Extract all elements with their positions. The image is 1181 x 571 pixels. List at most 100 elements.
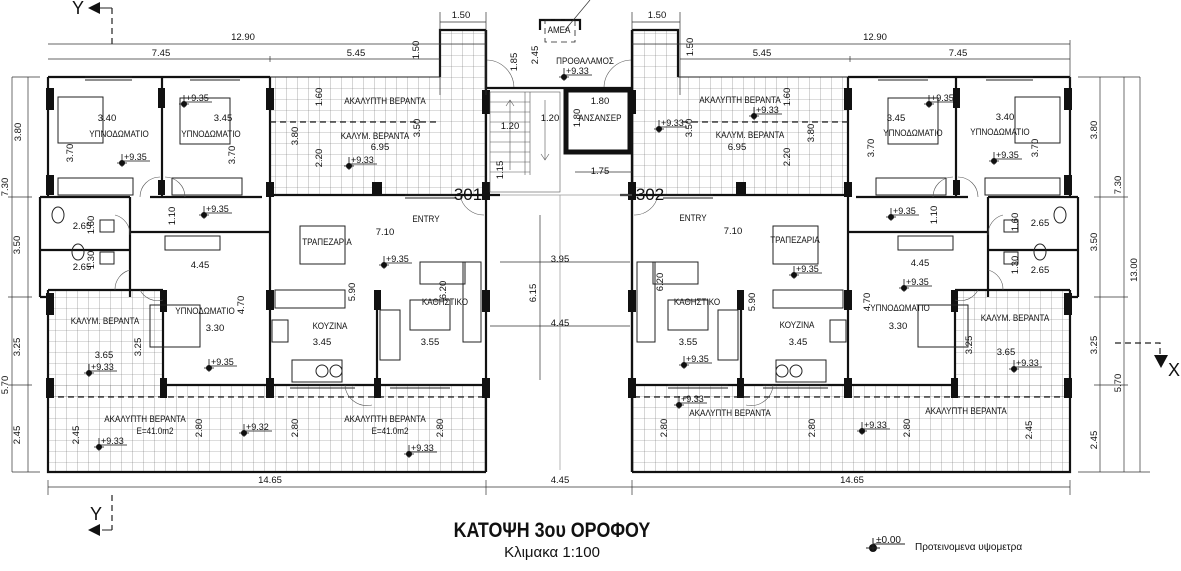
- open-verandah-tiles: [48, 385, 486, 472]
- dimension-label: 1.80: [572, 109, 583, 128]
- dimension-label: 2.65: [1031, 265, 1050, 276]
- dimension-label: 2.80: [807, 419, 818, 438]
- dimension-label: 3.55: [421, 337, 440, 348]
- unit-number-302: 302: [636, 185, 664, 204]
- dimension-label: 4.45: [551, 318, 570, 329]
- room-label: ΚΑΛΥΜ. ΒΕΡΑΝΤΑ: [341, 130, 410, 141]
- room-label: ΑΚΑΛΥΠΤΗ ΒΕΡΑΝΤΑ: [344, 95, 426, 106]
- level-value: +9.33: [411, 443, 434, 453]
- dimension-label: 5.90: [747, 293, 758, 312]
- dimension-label: 1.20: [501, 121, 520, 132]
- section-marker-x-right: X: [1115, 342, 1180, 380]
- level-value: +9.35: [796, 264, 819, 274]
- dimension-label: 3.80: [1089, 121, 1100, 140]
- level-value: +9.33: [351, 155, 374, 165]
- dimension-label: 7.30: [1113, 176, 1124, 195]
- windows: [85, 76, 455, 389]
- dimension-label: 2.45: [1024, 421, 1035, 440]
- dimension-label: 1.75: [591, 166, 610, 177]
- dimension-label: 4.45: [911, 258, 930, 269]
- dimension-label: 3.70: [227, 146, 238, 165]
- level-value: +9.35: [996, 150, 1019, 160]
- level-marker-icon: [989, 152, 1022, 165]
- room-label: ΑΝΣΑΝΣΕΡ: [578, 112, 621, 123]
- dimension-label: 3.45: [887, 113, 906, 124]
- dimension-label: 6.95: [371, 142, 390, 153]
- dimension-label: 3.50: [684, 119, 695, 138]
- level-marker-icon: [94, 438, 127, 451]
- drawing-title: ΚΑΤΟΨΗ 3ου ΟΡΟΦΟΥ: [454, 519, 651, 543]
- room-label: ΚΑΘΗΣΤΙΚΟ: [422, 296, 468, 307]
- dimension-label: 2.65: [73, 262, 92, 273]
- dimension-label: 5.45: [347, 48, 366, 59]
- dimension-label: 1.50: [452, 10, 471, 21]
- room-label: ΥΠΝΟΔΩΜΑΤΙΟ: [89, 128, 149, 139]
- room-label: ΤΡΑΠΕΖΑΡΙΑ: [770, 234, 820, 245]
- dimension-label: 3.70: [866, 139, 877, 158]
- dimension-label: 1.10: [167, 207, 178, 226]
- level-value: +9.35: [893, 206, 916, 216]
- outer-walls: [38, 28, 488, 474]
- room-label: ΚΑΛΥΜ. ΒΕΡΑΝΤΑ: [71, 315, 140, 326]
- room-label: E=41.0m2: [137, 425, 174, 436]
- pillars: [46, 88, 490, 398]
- leader-line: [564, 0, 591, 31]
- dimension-label: 7.10: [376, 227, 395, 238]
- level-marker: +9.35: [204, 357, 237, 372]
- section-label-x: X: [1168, 360, 1180, 380]
- dimension-label: 7.45: [152, 48, 171, 59]
- level-value: +9.33: [756, 105, 779, 115]
- level-marker: +9.35: [179, 93, 212, 108]
- elevator-shaft: [563, 87, 633, 155]
- level-marker-icon: [344, 157, 377, 170]
- corridor-lines: [500, 194, 632, 470]
- dimension-label: 3.45: [313, 337, 332, 348]
- stairs: [489, 91, 561, 193]
- verandah-cover-line: [48, 121, 486, 398]
- room-label: ΑΚΑΛΥΠΤΗ ΒΕΡΑΝΤΑ: [699, 94, 781, 105]
- drawing-scale: Κλιμακα 1:100: [504, 544, 600, 561]
- level-marker: +9.35: [924, 93, 957, 108]
- room-label: ΚΟΥΖΙΝΑ: [780, 319, 815, 330]
- room-label: ΚΑΛΥΜ. ΒΕΡΑΝΤΑ: [716, 129, 785, 140]
- dimension-label: 3.80: [290, 127, 301, 146]
- dimension-label: 1.30: [86, 251, 97, 270]
- legend: ±0.00 Προτεινομενα υψομετρα: [866, 535, 1022, 553]
- level-value: +9.35: [206, 204, 229, 214]
- dimension-label: 5.45: [753, 48, 772, 59]
- level-marker: +9.33: [404, 443, 437, 458]
- dimension-label: 1.10: [929, 206, 940, 225]
- level-value: +9.35: [906, 277, 929, 287]
- level-value: +9.35: [931, 93, 954, 103]
- dimension-label: 2.20: [314, 149, 325, 168]
- dimension-label: 6.95: [728, 142, 747, 153]
- dimension-lines: [8, 12, 1150, 495]
- level-marker: +9.33: [1009, 358, 1042, 373]
- covered-verandah-tiles: [48, 290, 163, 397]
- level-marker: +9.35: [886, 206, 919, 221]
- level-marker: +9.35: [679, 354, 712, 369]
- level-marker: +9.35: [989, 150, 1022, 165]
- apartment-plan: [38, 28, 515, 474]
- level-marker: +9.33: [559, 66, 592, 81]
- dimension-label: 2.80: [194, 419, 205, 438]
- level-value: +9.33: [101, 436, 124, 446]
- dimension-label: 2.80: [290, 419, 301, 438]
- level-marker: +9.33: [94, 436, 127, 451]
- dimension-label: 1.60: [314, 88, 325, 107]
- level-marker: +9.35: [199, 204, 232, 219]
- room-label: ΤΡΑΠΕΖΑΡΙΑ: [302, 236, 352, 247]
- dimension-label: 3.70: [1030, 139, 1041, 158]
- level-marker: +9.32: [239, 422, 272, 437]
- stair-core: [484, 0, 634, 472]
- dimension-label: 3.65: [997, 347, 1016, 358]
- dimension-label: 3.25: [12, 338, 23, 357]
- apartment-plan-mirrored: [602, 28, 1080, 474]
- room-label: ΠΡΟΘΑΛΑΜΟΣ: [556, 55, 614, 66]
- room-label: ΥΠΝΟΔΩΜΑΤΙΟ: [181, 128, 241, 139]
- legend-label: Προτεινομενα υψομετρα: [915, 542, 1022, 553]
- level-marker-icon: [179, 95, 212, 108]
- dimension-label: 4.70: [862, 293, 873, 312]
- dimension-label: 4.45: [551, 475, 570, 486]
